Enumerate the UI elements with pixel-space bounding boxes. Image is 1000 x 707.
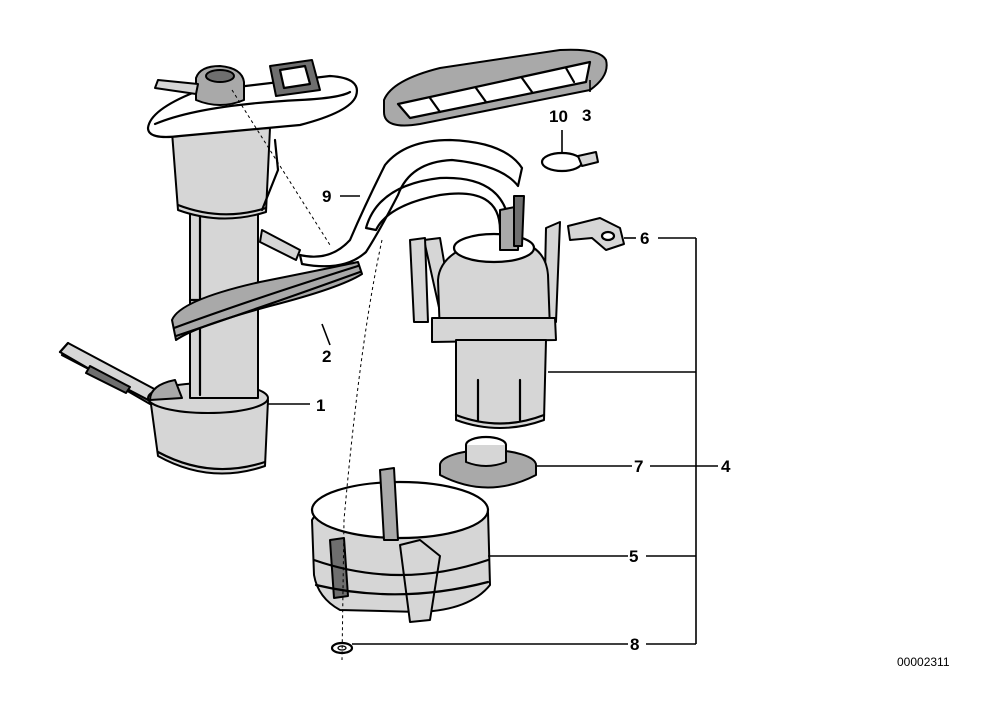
part-4-pump-assembly (409, 195, 561, 429)
label-part-2: 2 (322, 347, 331, 366)
leader-lines (268, 80, 718, 645)
part-3-cover (383, 48, 608, 127)
part-10-clamp (540, 151, 599, 173)
label-part-3: 3 (582, 106, 591, 125)
label-part-8: 8 (630, 635, 639, 654)
part-5-bracket (310, 467, 491, 623)
label-part-4: 4 (721, 457, 731, 476)
label-part-6: 6 (640, 229, 649, 248)
label-part-7: 7 (634, 457, 643, 476)
part-6-clip (567, 217, 625, 251)
part-2-sealing-ring (171, 261, 363, 341)
part-1-sending-unit (58, 59, 359, 475)
part-7-filter (439, 435, 537, 489)
reference-number: 00002311 (897, 655, 950, 669)
label-part-1: 1 (316, 396, 325, 415)
label-part-9: 9 (322, 187, 331, 206)
label-part-10: 10 (549, 107, 568, 126)
label-part-5: 5 (629, 547, 638, 566)
